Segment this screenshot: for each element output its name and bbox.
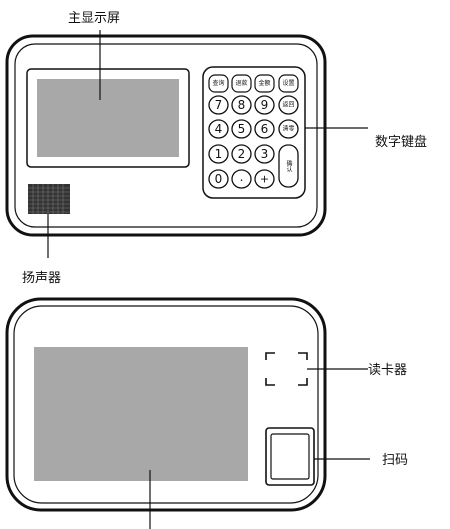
reader-terminal-screen: [34, 347, 248, 481]
side-key[interactable]: 清零: [278, 119, 299, 139]
digit-key[interactable]: 5: [231, 119, 252, 139]
callout-main-display: 主显示屏: [68, 11, 120, 100]
function-key[interactable]: 金额: [254, 74, 275, 93]
digit-key-label: .: [240, 170, 244, 184]
digit-key[interactable]: 3: [254, 144, 275, 164]
side-key-label: 返回: [282, 102, 294, 109]
main-display-screen: [37, 79, 179, 157]
digit-key-label: 9: [261, 98, 269, 112]
function-key[interactable]: 设置: [278, 74, 299, 93]
callout-card-reader: 读卡器: [307, 363, 407, 378]
digit-key[interactable]: 6: [254, 119, 275, 139]
digit-key-label: 3: [261, 147, 269, 161]
digit-key[interactable]: 4: [208, 119, 229, 139]
digit-key-label: 5: [238, 122, 246, 136]
label-card-reader: 读卡器: [368, 363, 407, 378]
digit-key[interactable]: 9: [254, 95, 275, 115]
digit-key[interactable]: 2: [231, 144, 252, 164]
label-scanner: 扫码: [382, 453, 408, 468]
keypad-row: 1 2 3 确认: [208, 144, 299, 188]
function-key[interactable]: 查询: [208, 74, 229, 93]
function-key-label: 查询: [212, 79, 224, 87]
reader-terminal: [5, 297, 327, 512]
digit-key[interactable]: +: [254, 169, 275, 189]
function-key[interactable]: 退款: [231, 74, 252, 93]
callout-keypad: 数字键盘: [305, 127, 427, 150]
digit-key[interactable]: .: [231, 169, 252, 189]
label-main-display: 主显示屏: [68, 11, 120, 26]
speaker-grille: [28, 184, 70, 214]
function-key-label: 退款: [235, 79, 247, 87]
digit-key[interactable]: 7: [208, 95, 229, 115]
digit-key-label: 0: [215, 172, 223, 186]
label-keypad: 数字键盘: [375, 134, 427, 150]
label-speaker: 扬声器: [22, 271, 61, 286]
function-key-label: 金额: [258, 79, 270, 87]
keypad-row: 4 5 6 清零: [208, 119, 299, 139]
function-key-label: 设置: [282, 79, 294, 87]
side-key[interactable]: 返回: [278, 95, 299, 115]
confirm-key-label: 确认: [285, 159, 292, 173]
card-reader-area[interactable]: [265, 352, 308, 386]
scanner-window[interactable]: [270, 433, 310, 480]
digit-key-label: +: [260, 173, 269, 186]
keypad-row: 0 . +: [208, 169, 275, 189]
side-key-label: 清零: [282, 125, 294, 133]
digit-key-label: 8: [238, 98, 246, 112]
digit-key-label: 4: [215, 122, 223, 136]
digit-key-label: 1: [215, 147, 223, 161]
digit-key-label: 7: [215, 98, 223, 112]
confirm-key[interactable]: 确认: [278, 144, 299, 188]
digit-key-label: 6: [261, 122, 269, 136]
function-key-row: 查询 退款 金额 设置: [208, 74, 299, 93]
keypad-row: 7 8 9 返回: [208, 95, 299, 115]
digit-key[interactable]: 0: [208, 169, 229, 189]
callout-speaker: 扬声器: [22, 214, 61, 286]
digit-key[interactable]: 8: [231, 95, 252, 115]
digit-key[interactable]: 1: [208, 144, 229, 164]
digit-key-label: 2: [238, 147, 246, 161]
pos-terminal: 查询 退款 金额 设置 7 8: [5, 34, 327, 237]
callout-scanner: 扫码: [314, 453, 408, 468]
speaker-grille-pattern: [28, 184, 70, 214]
